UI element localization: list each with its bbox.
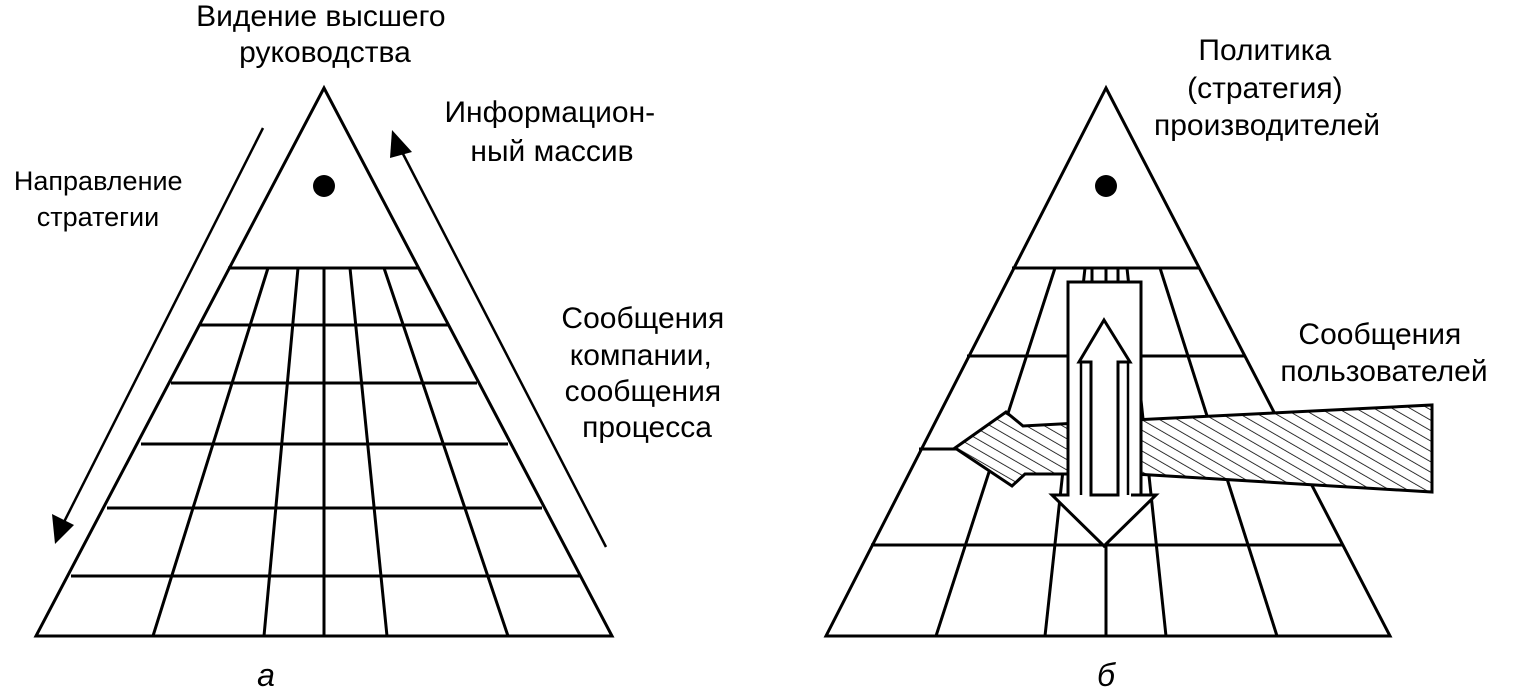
pyramid-a-grid-line [262,267,300,637]
panel-b-top-label: Политика (стратегия) производителей [1154,34,1380,142]
pyramid-b-apex-dot [1095,175,1117,197]
panel-a-right-top-label: Информацион- ный массив [444,96,663,168]
pyramid-a-grid-line [151,267,270,637]
information-array-arrow-shaft [399,149,608,548]
panel-a-caption: а [257,657,275,693]
vertical-double-arrow-up-head [1076,317,1133,497]
panel-b-caption: б [1097,657,1116,693]
panel-a [33,84,615,638]
pyramid-a-grid-line [382,267,510,637]
panel-a-top-label: Видение высшего руководства [196,0,454,69]
panel-a-left-label: Направление стратегии [14,166,190,232]
panel-a-right-mid-label: Сообщения компании, сообщения процесса [561,302,732,444]
panel-b-right-label: Сообщения пользователей [1280,318,1487,388]
pyramid-a-apex-dot [313,175,335,197]
strategy-direction-arrow-shaft [62,127,265,523]
information-array-arrowhead [390,130,412,158]
pyramid-a-grid-line [348,267,389,637]
strategy-direction-arrowhead [52,514,74,544]
